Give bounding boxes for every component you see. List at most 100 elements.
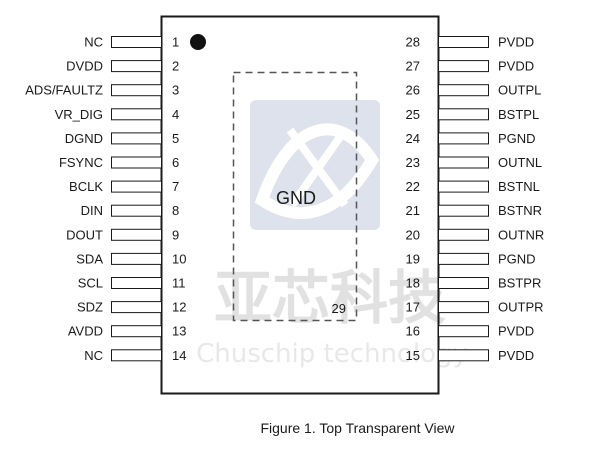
- pin-number: 27: [406, 59, 420, 74]
- pin-name: DVDD: [66, 59, 103, 74]
- pin-name: DOUT: [66, 227, 103, 242]
- pin-number: 7: [172, 179, 179, 194]
- pin-lead: [111, 108, 162, 121]
- pin-name: ADS/FAULTZ: [25, 83, 103, 98]
- pin-name: DGND: [65, 131, 103, 146]
- pin-lead: [111, 156, 162, 169]
- pin-number: 17: [406, 300, 420, 315]
- pin-name: BCLK: [69, 179, 103, 194]
- pin-4: VR_DIG 4: [55, 107, 180, 122]
- pin-lead: [111, 301, 162, 314]
- pin-lead: [438, 277, 489, 289]
- pin-2: DVDD 2: [66, 59, 179, 74]
- pin-6: FSYNC 6: [59, 155, 179, 170]
- pin-lead: [111, 36, 162, 48]
- pin-number: 16: [406, 324, 420, 339]
- pin-name: SDZ: [77, 300, 103, 315]
- figure-caption: Figure 1. Top Transparent View: [260, 420, 455, 436]
- right-pin-column: PVDD28PVDD27OUTPL26BSTPL25PGND24OUTNL23B…: [406, 35, 545, 363]
- pin-19: PGND 19: [406, 251, 536, 266]
- watermark-chinese: 亚芯科技: [214, 264, 446, 332]
- pin-name: BSTPR: [498, 276, 541, 291]
- pin-1: NC 1: [84, 35, 179, 50]
- pin-number: 11: [172, 276, 186, 291]
- pin-25: BSTPL 25: [406, 107, 540, 122]
- pin-7: BCLK 7: [69, 179, 179, 194]
- pin-name: PGND: [498, 131, 536, 146]
- pin-number: 6: [172, 155, 179, 170]
- pin-number: 2: [172, 59, 179, 74]
- pin-name: DIN: [81, 203, 103, 218]
- pin-lead: [438, 301, 489, 314]
- pin-number: 19: [406, 251, 420, 266]
- pin-27: PVDD 27: [406, 59, 535, 74]
- pin-lead: [111, 204, 162, 217]
- pin-name: FSYNC: [59, 155, 103, 170]
- pin-name: NC: [84, 348, 103, 363]
- pin-lead: [438, 36, 489, 48]
- pin-name: BSTPL: [498, 107, 539, 122]
- pin-lead: [438, 180, 489, 193]
- pin-name: PVDD: [498, 324, 534, 339]
- pin-name: PVDD: [498, 59, 534, 74]
- thermal-pad-label: GND: [276, 188, 316, 208]
- pin-name: NC: [84, 35, 103, 50]
- pin-name: SCL: [78, 276, 103, 291]
- pin-lead: [111, 349, 162, 362]
- pin-lead: [111, 277, 162, 289]
- pin-lead: [438, 108, 489, 121]
- pin-number: 23: [406, 155, 420, 170]
- pin-lead: [111, 180, 162, 193]
- thermal-pad: [232, 71, 358, 322]
- pin-12: SDZ 12: [77, 300, 186, 315]
- pin-name: SDA: [76, 251, 103, 266]
- pin-name: OUTPL: [498, 83, 541, 98]
- pin-name: PVDD: [498, 348, 534, 363]
- pin-15: PVDD 15: [406, 348, 535, 363]
- pin-lead: [438, 349, 489, 362]
- pin-lead: [438, 228, 489, 241]
- pin-lead: [111, 325, 162, 338]
- pin-number: 25: [406, 107, 420, 122]
- pin-name: BSTNL: [498, 179, 540, 194]
- watermark-english: Chuschip technology: [196, 339, 468, 369]
- pin-name: PGND: [498, 251, 536, 266]
- pin-number: 14: [172, 348, 186, 363]
- pin-number: 21: [406, 203, 420, 218]
- pin-lead: [438, 60, 489, 73]
- pin-number: 12: [172, 300, 186, 315]
- pin-name: VR_DIG: [55, 107, 103, 122]
- pin-number: 1: [172, 35, 179, 50]
- pin-lead: [111, 252, 162, 265]
- pin-number: 22: [406, 179, 420, 194]
- pin1-marker-icon: [190, 34, 206, 50]
- pin-24: PGND 24: [406, 131, 536, 146]
- watermark-logo-icon: [250, 100, 380, 230]
- pin-number: 4: [172, 107, 179, 122]
- thermal-pad-pin-number: 29: [332, 301, 346, 316]
- pin-lead: [111, 84, 162, 97]
- pin-name: OUTPR: [498, 300, 544, 315]
- pin-number: 26: [406, 83, 420, 98]
- pin-number: 24: [406, 131, 420, 146]
- pin-number: 13: [172, 324, 186, 339]
- pin-22: BSTNL 22: [406, 179, 540, 194]
- pin-14: NC 14: [84, 348, 186, 363]
- pin-number: 5: [172, 131, 179, 146]
- pin-lead: [111, 228, 162, 241]
- pin-number: 20: [406, 227, 420, 242]
- pin-lead: [438, 132, 489, 145]
- pin-number: 15: [406, 348, 420, 363]
- pin-17: OUTPR 17: [406, 300, 544, 315]
- pin-lead: [111, 60, 162, 73]
- pin-lead: [438, 252, 489, 265]
